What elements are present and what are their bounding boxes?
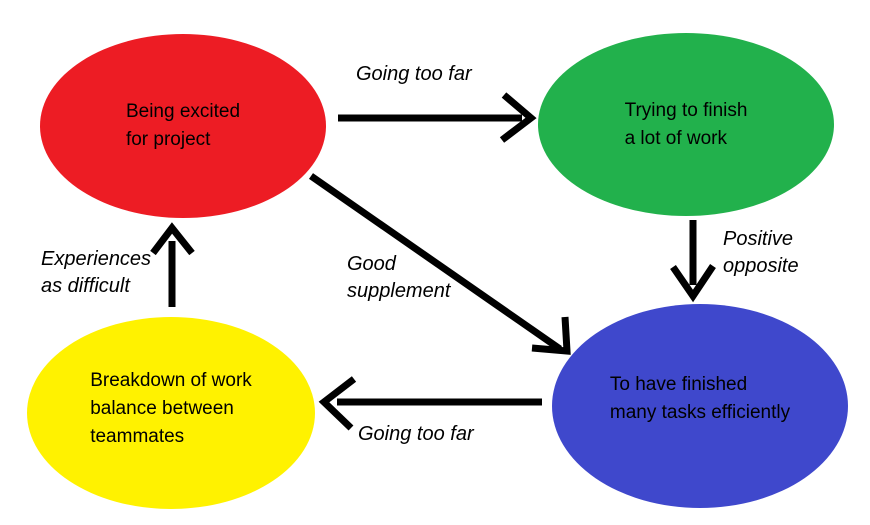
edge-label-line: Good: [347, 253, 396, 275]
arrowhead-up-icon: [150, 222, 195, 256]
node-label-line: To have finished: [609, 374, 748, 395]
arrowhead-right-icon: [499, 92, 537, 143]
arrow-trying-to-finished: [670, 220, 716, 303]
node-breakdown-work-balance: Breakdown of work balance between teamma…: [27, 317, 315, 509]
edge-label-going-too-far-top: Going too far: [356, 61, 472, 88]
node-label-line: teammates: [90, 426, 185, 447]
edge-label-good-supplement: Good supplement: [347, 251, 450, 305]
edge-label-line: Going too far: [358, 423, 474, 445]
node-label: To have finished many tasks efficiently: [610, 371, 790, 441]
node-label: Being excited for project: [126, 98, 240, 154]
arrowhead-down-icon: [670, 264, 716, 303]
edge-label-experiences-as-difficult: Experiences as difficult: [41, 246, 151, 300]
node-label-line: Trying to finish: [624, 99, 748, 121]
arrowhead-diagonal-icon: [531, 316, 571, 355]
arrow-shaft: [309, 173, 562, 352]
node-label-line: balance between: [90, 398, 234, 419]
arrowhead-left-icon: [318, 376, 357, 431]
edge-label-line: supplement: [347, 280, 451, 302]
arrow-breakdown-to-excited: [150, 222, 195, 307]
arrow-excited-to-trying: [338, 92, 537, 143]
node-label: Trying to finish a lot of work: [625, 97, 748, 153]
edge-label-line: as difficult: [41, 275, 130, 297]
node-label-line: for project: [125, 129, 211, 150]
node-label-line: a lot of work: [624, 127, 728, 149]
edge-label-line: Positive: [723, 228, 794, 250]
node-label-line: Breakdown of work: [90, 370, 252, 391]
node-label-line: Being excited: [125, 101, 241, 122]
edge-label-positive-opposite: Positive opposite: [723, 226, 799, 280]
node-trying-to-finish: Trying to finish a lot of work: [538, 33, 834, 216]
node-finished-many-tasks: To have finished many tasks efficiently: [552, 304, 848, 508]
node-label: Breakdown of work balance between teamma…: [90, 367, 252, 459]
node-label-line: many tasks efficiently: [609, 402, 791, 423]
edge-label-line: opposite: [723, 255, 799, 277]
edge-label-line: Experiences: [41, 248, 152, 270]
edge-label-going-too-far-bottom: Going too far: [358, 421, 474, 448]
node-being-excited: Being excited for project: [40, 34, 326, 218]
arrow-finished-to-breakdown: [318, 376, 542, 431]
arrow-excited-to-finished: [309, 173, 571, 355]
edge-label-line: Going too far: [356, 63, 472, 85]
